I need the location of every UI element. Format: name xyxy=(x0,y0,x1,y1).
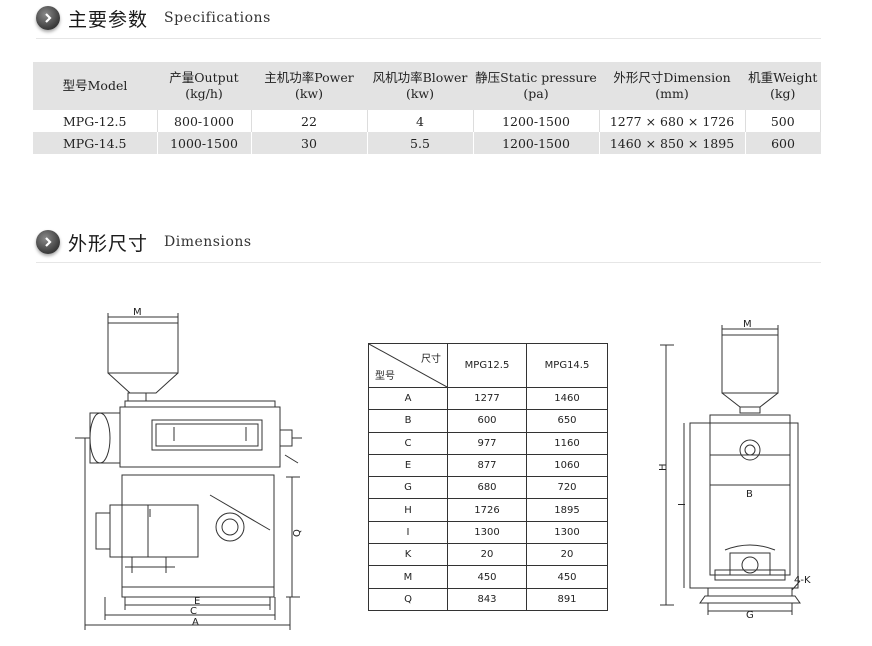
section-title-cn: 外形尺寸 xyxy=(68,232,149,255)
cell-value: 20 xyxy=(447,543,527,567)
table-row: MPG-12.5 800-1000 22 4 1200-1500 1277 × … xyxy=(33,110,821,132)
cell-output: 800-1000 xyxy=(157,110,252,132)
specifications-table: 型号Model 产量Output(kg/h) 主机功率Power(kw) 风机功… xyxy=(33,62,821,154)
cell-value: 843 xyxy=(447,587,527,611)
header-weight: 机重Weight(kg) xyxy=(745,62,821,110)
section-header-dimensions: 外形尺寸 Dimensions xyxy=(36,228,252,256)
header-mpg125: MPG12.5 xyxy=(447,343,527,388)
row-label: Q xyxy=(368,587,448,611)
cell-value: 1300 xyxy=(526,520,608,545)
label-a: A xyxy=(192,617,199,628)
row-label: I xyxy=(368,520,448,545)
row-label: B xyxy=(368,409,448,433)
cell-output: 1000-1500 xyxy=(157,132,252,154)
label-i: I xyxy=(677,503,688,506)
cell-value: 650 xyxy=(526,409,608,433)
cell-blower: 5.5 xyxy=(367,132,474,154)
table-row: MPG-14.5 1000-1500 30 5.5 1200-1500 1460… xyxy=(33,132,821,154)
cell-value: 1460 xyxy=(526,386,608,411)
section-title-cn: 主要参数 xyxy=(68,8,149,31)
label-g: G xyxy=(746,610,754,621)
machine-front-view-drawing: M H I B 4-K G xyxy=(658,319,811,621)
label-c: C xyxy=(190,606,197,617)
row-label: K xyxy=(368,543,448,567)
cell-value: 720 xyxy=(526,476,608,500)
chevron-right-icon xyxy=(36,6,60,30)
cell-power: 22 xyxy=(251,110,368,132)
cell-weight: 500 xyxy=(745,110,821,132)
cell-power: 30 xyxy=(251,132,368,154)
cell-value: 1160 xyxy=(526,431,608,455)
corner-cell: 尺寸 型号 xyxy=(368,343,448,388)
cell-model: MPG-14.5 xyxy=(33,132,158,154)
section-header-specifications: 主要参数 Specifications xyxy=(36,4,271,32)
corner-bottom-label: 型号 xyxy=(375,371,395,382)
chevron-right-icon xyxy=(36,230,60,254)
header-static-pressure: 静压Static pressure(pa) xyxy=(473,62,599,110)
header-output: 产量Output(kg/h) xyxy=(157,62,251,110)
label-h: H xyxy=(658,463,669,471)
cell-value: 600 xyxy=(447,409,527,433)
cell-dimension: 1277 × 680 × 1726 xyxy=(599,110,746,132)
header-model: 型号Model xyxy=(33,62,157,110)
header-dimension: 外形尺寸Dimension(mm) xyxy=(599,62,745,110)
cell-value: 977 xyxy=(447,431,527,455)
corner-top-label: 尺寸 xyxy=(421,354,441,365)
cell-blower: 4 xyxy=(367,110,474,132)
row-label: H xyxy=(368,498,448,522)
label-b: B xyxy=(746,489,753,500)
cell-value: 680 xyxy=(447,476,527,500)
row-label: M xyxy=(368,565,448,589)
cell-value: 877 xyxy=(447,453,527,478)
label-e: E xyxy=(194,596,200,607)
divider xyxy=(36,38,821,39)
row-label: C xyxy=(368,431,448,455)
cell-value: 450 xyxy=(526,565,608,589)
cell-model: MPG-12.5 xyxy=(33,110,158,132)
cell-static-pressure: 1200-1500 xyxy=(473,110,600,132)
cell-value: 891 xyxy=(526,587,608,611)
table-header-row: 尺寸 型号 MPG12.5 MPG14.5 xyxy=(368,343,608,388)
divider xyxy=(36,262,821,263)
cell-value: 1895 xyxy=(526,498,608,522)
cell-weight: 600 xyxy=(745,132,821,154)
header-mpg145: MPG14.5 xyxy=(526,343,608,388)
header-power: 主机功率Power(kw) xyxy=(251,62,367,110)
cell-dimension: 1460 × 850 × 1895 xyxy=(599,132,746,154)
header-blower: 风机功率Blower(kw) xyxy=(367,62,473,110)
cell-static-pressure: 1200-1500 xyxy=(473,132,600,154)
table-header-row: 型号Model 产量Output(kg/h) 主机功率Power(kw) 风机功… xyxy=(33,62,821,110)
label-m: M xyxy=(743,319,752,330)
diagonal-line xyxy=(369,344,447,387)
row-label: A xyxy=(368,386,448,411)
cell-value: 450 xyxy=(447,565,527,589)
row-label: G xyxy=(368,476,448,500)
label-q: Q xyxy=(292,529,303,537)
cell-value: 1060 xyxy=(526,453,608,478)
cell-value: 1726 xyxy=(447,498,527,522)
cell-value: 20 xyxy=(526,543,608,567)
cell-value: 1277 xyxy=(447,386,527,411)
label-m: M xyxy=(133,307,142,318)
section-title-en: Dimensions xyxy=(164,234,252,250)
cell-value: 1300 xyxy=(447,520,527,545)
section-title-en: Specifications xyxy=(164,10,271,26)
row-label: E xyxy=(368,453,448,478)
machine-side-view-drawing: M Q E C A xyxy=(75,307,303,630)
label-k: 4-K xyxy=(794,575,811,586)
